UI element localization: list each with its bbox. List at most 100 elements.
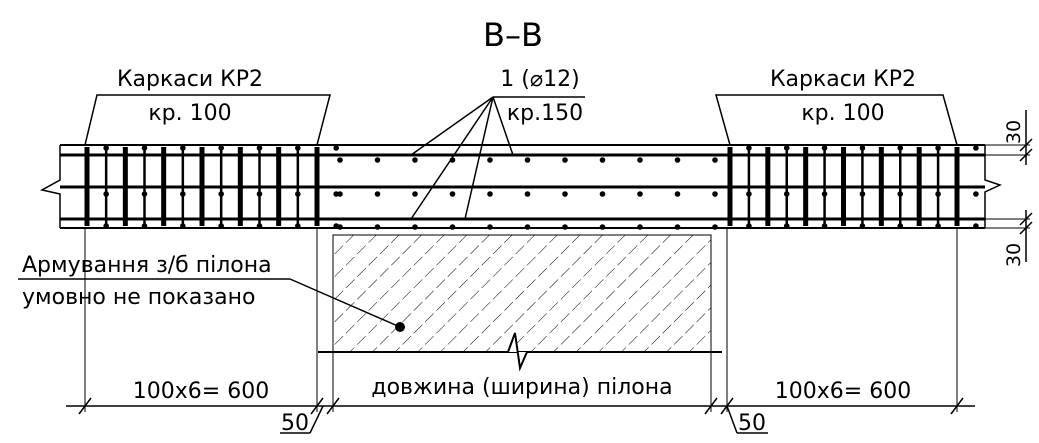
- middle-rebar-dot: [449, 191, 456, 197]
- cage-rebar-dot: [295, 223, 301, 229]
- right-cage-spacing: кр. 100: [801, 101, 884, 126]
- middle-rebar-dot: [449, 224, 456, 230]
- middle-rebar-dot: [637, 224, 643, 230]
- dim-right: 100x6= 600: [775, 379, 911, 404]
- cage-rebar-dot: [333, 191, 339, 197]
- cage-rebar-dot: [821, 145, 828, 151]
- cage-rebar-dot: [746, 223, 752, 229]
- left-cage-spacing: кр. 100: [148, 101, 231, 126]
- cage-rebar-dot: [746, 191, 752, 197]
- middle-rebar-dot: [562, 224, 568, 230]
- middle-rebar-dot: [674, 191, 681, 197]
- middle-rebar-dot: [337, 191, 343, 197]
- middle-rebar-dot: [712, 224, 718, 230]
- middle-rebar-dot: [374, 224, 381, 230]
- middle-rebar-dot: [374, 157, 381, 163]
- right-cage-title: Каркаси КР2: [770, 67, 916, 92]
- cage-rebar-dot: [256, 191, 263, 197]
- middle-rebar-dot: [487, 157, 493, 163]
- cage-rebar-dot: [821, 191, 828, 197]
- middle-rebar-dot: [487, 191, 493, 197]
- cage-rebar-dot: [859, 223, 866, 229]
- cage-rebar-dot: [783, 191, 790, 197]
- dimension-line: [66, 397, 975, 434]
- note-callout: [18, 278, 401, 328]
- left-cage: [84, 145, 339, 229]
- middle-rebar-dot: [374, 191, 381, 197]
- middle-rebar-dot: [337, 224, 343, 230]
- right-cage: [727, 145, 979, 229]
- cage-rebar-dot: [295, 191, 301, 197]
- left-cage-callout: [84, 94, 331, 146]
- extension-lines: [84, 228, 958, 412]
- middle-rebar-dot: [674, 224, 681, 230]
- cage-rebar-dot: [103, 191, 109, 197]
- dim-center: довжина (ширина) пілона: [371, 375, 672, 400]
- middle-rebar-dot: [524, 157, 531, 163]
- middle-rebar-dot: [599, 191, 606, 197]
- middle-rebar-dot: [487, 224, 493, 230]
- cage-rebar-dot: [821, 223, 828, 229]
- cage-rebar-dot: [218, 223, 224, 229]
- cage-rebar-dot: [935, 191, 941, 197]
- dim-left: 100x6= 600: [133, 379, 269, 404]
- cage-rebar-dot: [180, 145, 186, 151]
- cage-rebar-dot: [141, 145, 148, 151]
- slab-break-right: [984, 145, 1003, 228]
- cage-rebar-dot: [333, 145, 339, 151]
- right-cage-callout: [715, 94, 958, 146]
- slab-break-left: [39, 145, 61, 228]
- middle-rebar-callout: [410, 96, 585, 220]
- pylon-break-symbol: [507, 332, 528, 372]
- cage-rebar-dot: [103, 223, 109, 229]
- note-line-1: Армування з/б пілона: [22, 253, 272, 278]
- cage-rebar-dot: [180, 223, 186, 229]
- middle-rebar-dots: [337, 157, 718, 230]
- middle-rebar-spacing: кр.150: [507, 101, 583, 126]
- cage-rebar-dot: [897, 223, 904, 229]
- cage-rebar-dot: [256, 145, 263, 151]
- middle-rebar-dot: [412, 157, 418, 163]
- cage-rebar-dot: [973, 223, 979, 229]
- middle-rebar-dot: [524, 224, 531, 230]
- middle-rebar-dot: [599, 224, 606, 230]
- cage-rebar-dot: [783, 223, 790, 229]
- cage-rebar-dot: [103, 145, 109, 151]
- pylon-hatch: [332, 234, 712, 353]
- middle-rebar-dot: [412, 224, 418, 230]
- cover-dimension: [1019, 110, 1033, 262]
- cage-rebar-dot: [256, 223, 263, 229]
- middle-rebar-dot: [562, 157, 568, 163]
- cage-rebar-dot: [746, 145, 752, 151]
- cage-rebar-dot: [859, 145, 866, 151]
- middle-rebar-dot: [337, 157, 343, 163]
- cage-rebar-dot: [897, 145, 904, 151]
- dim-cover-top: 30: [1003, 120, 1025, 144]
- cage-rebar-dot: [141, 223, 148, 229]
- middle-rebar-mark: 1 (⌀12): [500, 67, 579, 92]
- dim-cover-bottom: 30: [1003, 243, 1025, 267]
- cage-rebar-dot: [141, 191, 148, 197]
- middle-rebar-dot: [412, 191, 418, 197]
- section-title: В–В: [483, 16, 543, 54]
- middle-rebar-dot: [712, 191, 718, 197]
- dim-right-gap: 50: [738, 411, 766, 436]
- dim-left-gap: 50: [281, 411, 309, 436]
- cage-rebar-dot: [973, 191, 979, 197]
- cage-rebar-dot: [218, 145, 224, 151]
- middle-rebar-dot: [599, 157, 606, 163]
- cage-rebar-dot: [295, 145, 301, 151]
- pylon: [318, 234, 722, 372]
- middle-rebar-dot: [674, 157, 681, 163]
- cage-rebar-dot: [897, 191, 904, 197]
- cage-rebar-dot: [859, 191, 866, 197]
- cage-rebar-dot: [218, 191, 224, 197]
- cage-rebar-dot: [935, 223, 941, 229]
- slab-rebars: [39, 144, 1030, 229]
- cage-rebar-dot: [973, 145, 979, 151]
- middle-rebar-dot: [712, 157, 718, 163]
- cage-rebar-dot: [935, 145, 941, 151]
- left-cage-title: Каркаси КР2: [117, 67, 263, 92]
- cage-rebar-dot: [180, 191, 186, 197]
- cage-rebar-dot: [783, 145, 790, 151]
